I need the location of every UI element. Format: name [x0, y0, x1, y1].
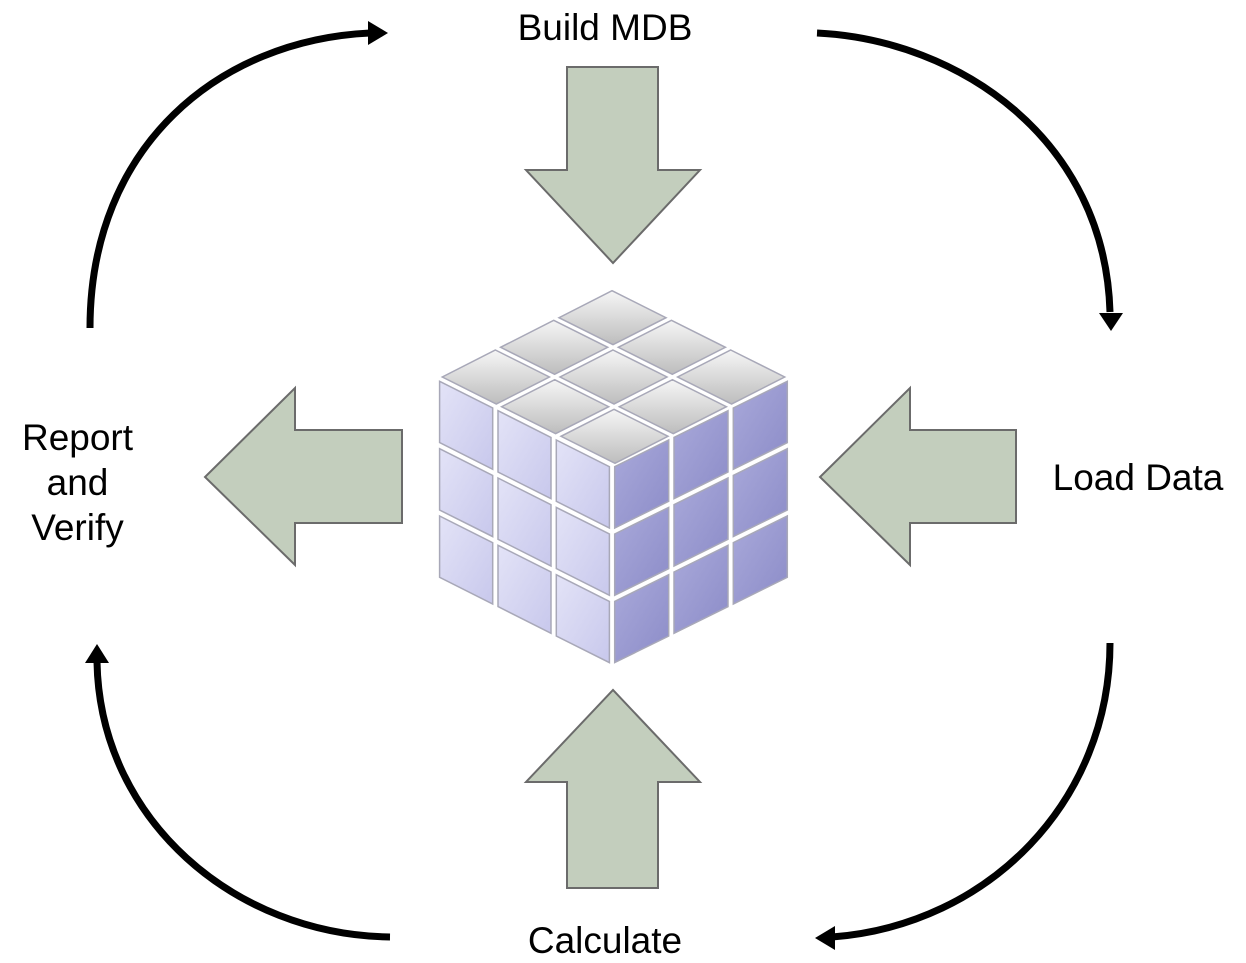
cube-front-cell [438, 380, 494, 471]
cube-side-cell [613, 573, 670, 664]
cube-top-cell [498, 319, 610, 376]
cycle-arrow-top-left [86, 29, 371, 329]
cube-front-cell [438, 514, 494, 606]
cube-side-cell [673, 476, 729, 568]
cube-front-cell [555, 573, 611, 664]
cube-top-cell [675, 349, 787, 405]
cube-front-cell [497, 476, 552, 568]
cycle-arrow-bottom-left [93, 661, 391, 941]
cube-top-cell [440, 349, 552, 405]
block-arrow-down [523, 66, 703, 265]
cube-side-cell [673, 409, 729, 500]
cube-side-cell [732, 447, 789, 538]
cube-side-cell [732, 380, 789, 471]
cube-top-cell [617, 378, 729, 435]
label-report-and-verify: Report and Verify [0, 415, 155, 550]
cycle-arrow-top-right [816, 29, 1114, 313]
cube-top-cell [499, 378, 611, 435]
arrowhead-left-bottom [815, 926, 835, 950]
cube-front-cell [497, 544, 552, 635]
label-build-mdb: Build MDB [517, 7, 693, 48]
cube-icon [438, 289, 789, 664]
arrowhead-right-top [368, 21, 388, 45]
cycle-arrow-bottom-right [831, 642, 1114, 941]
cube-front-cell [497, 409, 552, 500]
block-arrow-left-out [203, 385, 403, 568]
cycle-arrows [86, 29, 1114, 941]
cube-side-cell [613, 506, 670, 597]
label-report-line-3: Verify [31, 507, 124, 548]
block-arrow-left-in [818, 385, 1017, 568]
cycle-arrowheads [85, 21, 1123, 950]
cube-front-cell [438, 447, 494, 538]
label-report-line-1: Report [21, 417, 134, 458]
cube-top-cell [559, 408, 670, 465]
cube-top-cell [616, 319, 728, 376]
arrowhead-up-left [85, 644, 109, 663]
arrowhead-down-right [1099, 313, 1123, 331]
cube-side-cell [613, 438, 670, 530]
block-arrow-up [523, 688, 703, 889]
label-calculate: Calculate [527, 920, 683, 961]
cube-side-cell [673, 544, 729, 635]
cube-top-cell [558, 349, 669, 405]
label-load-data: Load Data [1052, 457, 1224, 498]
cube-side-cell [732, 514, 789, 606]
cube-top-cell [557, 289, 668, 346]
label-report-line-2: and [46, 462, 109, 503]
cube-front-cell [555, 506, 611, 597]
cube-front-cell [555, 438, 611, 530]
